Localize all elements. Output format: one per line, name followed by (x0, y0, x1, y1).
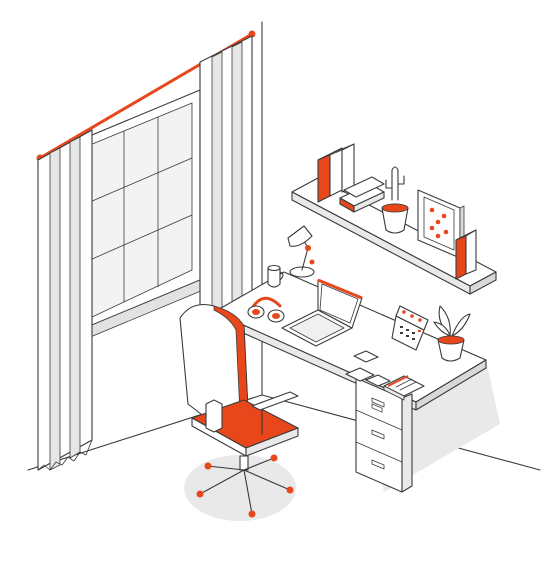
notebook-icon (383, 375, 425, 401)
headphones-icon (247, 296, 285, 323)
desk-lamp-icon (287, 225, 315, 278)
drawer-handles (371, 397, 385, 470)
office-chair-icon (179, 303, 299, 518)
curtain-left-icon (37, 129, 93, 471)
calendar-icon (391, 305, 429, 351)
books-icon (317, 143, 385, 213)
laptop-icon (281, 278, 363, 347)
books-right-icon (455, 229, 477, 280)
picture-frame-icon (417, 189, 465, 259)
sticky-notes (345, 350, 391, 387)
mug-icon (267, 264, 284, 288)
chair-floor-shadow (184, 455, 296, 521)
potted-plant-icon (433, 305, 471, 362)
curtain-right-icon (199, 35, 253, 327)
cactus-icon (381, 166, 409, 234)
window-icon (79, 89, 209, 339)
